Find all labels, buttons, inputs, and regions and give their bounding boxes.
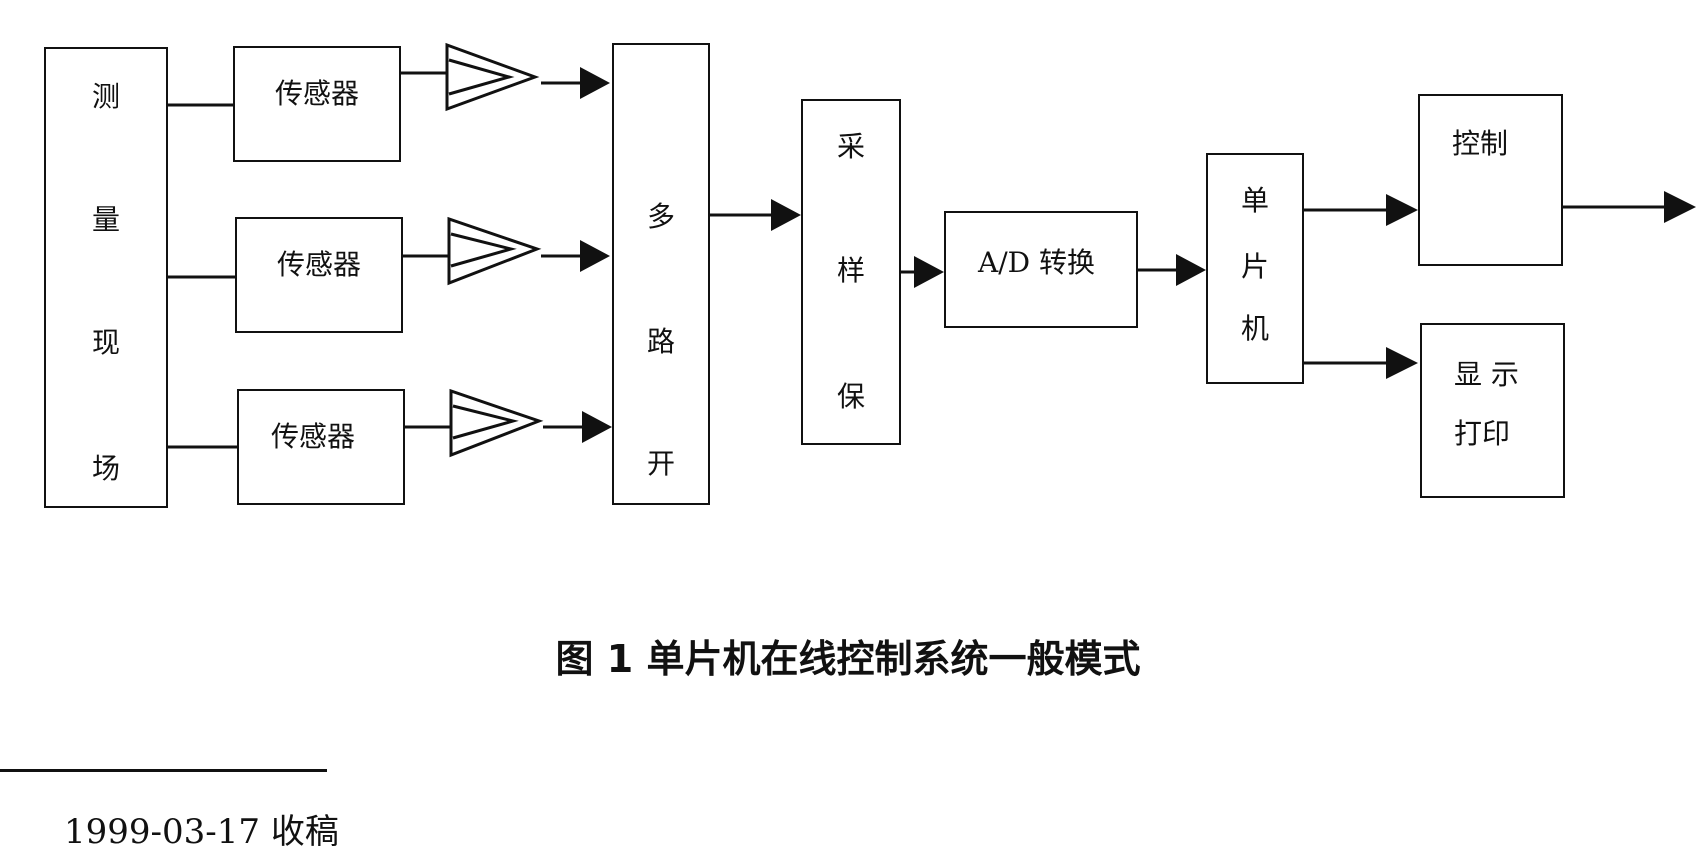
microcontroller-box: 单 片 机	[1206, 153, 1304, 384]
arrowhead-icon	[1386, 194, 1418, 226]
multiplexer-box: 多 路 开	[612, 43, 710, 505]
adc-label: A/D 转换	[978, 246, 1096, 279]
mux-char: 开	[646, 447, 675, 480]
control-box: 控制	[1418, 94, 1563, 266]
sample-hold-char: 采	[836, 130, 865, 163]
display-print-box: 显 示 打印	[1420, 323, 1565, 498]
field-char: 现	[91, 326, 120, 359]
sensor-box-2: 传感器	[235, 217, 403, 333]
field-char: 量	[91, 203, 120, 236]
amplifier-1-icon	[445, 42, 540, 112]
received-date-footnote: 1999-03-17 收稿	[64, 812, 339, 852]
control-label: 控制	[1452, 127, 1509, 160]
field-char: 测	[91, 80, 120, 113]
field-char: 场	[91, 452, 120, 485]
amplifier-2-icon	[447, 216, 542, 286]
mcu-char: 片	[1240, 250, 1269, 283]
arrowhead-icon	[582, 411, 612, 443]
mux-char: 多	[646, 200, 675, 233]
arrowhead-icon	[771, 199, 801, 231]
sensor-box-1: 传感器	[233, 46, 401, 162]
arrowhead-icon	[580, 67, 610, 99]
sample-hold-char: 样	[836, 254, 865, 287]
arrowhead-icon	[1386, 347, 1418, 379]
sample-hold-char: 保	[836, 380, 865, 413]
amplifier-3-icon	[449, 388, 544, 458]
measurement-field-box: 测 量 现 场	[44, 47, 168, 508]
adc-box: A/D 转换	[944, 211, 1138, 328]
arrowhead-icon	[1664, 191, 1696, 223]
sensor-box-3: 传感器	[237, 389, 405, 505]
arrowhead-icon	[1176, 254, 1206, 286]
mcu-char: 单	[1240, 184, 1269, 217]
sensor-label: 传感器	[277, 248, 362, 281]
print-label: 打印	[1454, 417, 1511, 450]
arrowhead-icon	[580, 240, 610, 272]
mcu-char: 机	[1240, 312, 1269, 345]
footnote-divider	[0, 769, 327, 772]
figure-caption: 图 1 单片机在线控制系统一般模式	[555, 637, 1141, 681]
sensor-label: 传感器	[275, 77, 360, 110]
sample-hold-box: 采 样 保	[801, 99, 901, 445]
display-label: 显 示	[1454, 358, 1519, 391]
arrowhead-icon	[914, 256, 944, 288]
mux-char: 路	[646, 325, 675, 358]
sensor-label: 传感器	[271, 420, 356, 453]
